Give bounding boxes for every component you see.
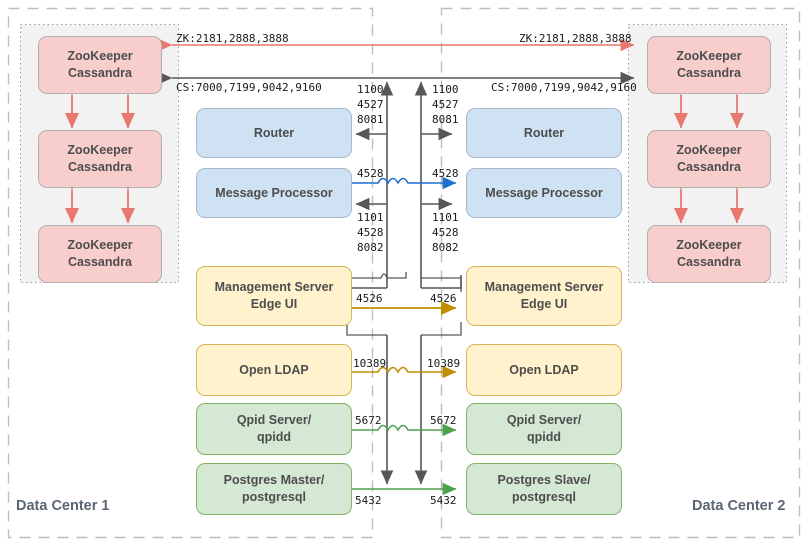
node-label-line1: Postgres Slave/ bbox=[497, 473, 591, 488]
node-label: ZooKeeper Cassandra bbox=[676, 48, 741, 82]
management-server-feeders bbox=[346, 272, 462, 336]
port-label-qpid-left: 5672 bbox=[355, 414, 382, 427]
port-label-zookeeper-left: ZK:2181,2888,3888 bbox=[176, 32, 289, 45]
node-label: Qpid Server/ qpidd bbox=[237, 412, 311, 446]
port-label-postgres-right: 5432 bbox=[430, 494, 457, 507]
node-label-line1: Qpid Server/ bbox=[506, 413, 582, 428]
node-label: ZooKeeper Cassandra bbox=[676, 142, 741, 176]
port-label-management-server-left: 4526 bbox=[356, 292, 383, 305]
node-zookeeper-cassandra-dc2-3[interactable]: ZooKeeper Cassandra bbox=[647, 225, 771, 283]
central-trunk-down bbox=[380, 335, 428, 485]
node-open-ldap-dc2[interactable]: Open LDAP bbox=[466, 344, 622, 396]
message-processor-cross-link bbox=[338, 176, 457, 190]
node-label-line1: Postgres Master/ bbox=[223, 473, 325, 488]
node-qpid-dc1[interactable]: Qpid Server/ qpidd bbox=[196, 403, 352, 455]
node-label-line2: Cassandra bbox=[677, 66, 741, 80]
node-zookeeper-cassandra-dc1-2[interactable]: ZooKeeper Cassandra bbox=[38, 130, 162, 188]
node-postgres-master-dc1[interactable]: Postgres Master/ postgresql bbox=[196, 463, 352, 515]
port-label-zookeeper-right: ZK:2181,2888,3888 bbox=[519, 32, 632, 45]
qpid-cross-link bbox=[338, 423, 457, 437]
node-label: Management Server Edge UI bbox=[215, 279, 334, 313]
node-label-line2: Cassandra bbox=[677, 255, 741, 269]
node-label-line2: Cassandra bbox=[68, 160, 132, 174]
node-router-dc2[interactable]: Router bbox=[466, 108, 622, 158]
node-label-line2: Edge UI bbox=[520, 297, 568, 311]
node-label-line2: Cassandra bbox=[68, 66, 132, 80]
port-label-message-processor-in-left: 4528 bbox=[357, 167, 384, 180]
node-label: Message Processor bbox=[215, 185, 333, 200]
openldap-cross-link bbox=[338, 365, 457, 379]
node-label-line1: Qpid Server/ bbox=[236, 413, 312, 428]
node-label: ZooKeeper Cassandra bbox=[67, 48, 132, 82]
node-management-server-dc2[interactable]: Management Server Edge UI bbox=[466, 266, 622, 326]
data-center-2-label: Data Center 2 bbox=[692, 498, 786, 514]
node-zookeeper-cassandra-dc2-2[interactable]: ZooKeeper Cassandra bbox=[647, 130, 771, 188]
data-center-2-boundary bbox=[440, 7, 801, 539]
node-label-line1: Management Server bbox=[214, 280, 334, 295]
node-zookeeper-cassandra-dc1-1[interactable]: ZooKeeper Cassandra bbox=[38, 36, 162, 94]
port-label-message-processor-out-right: 1101 4528 8082 bbox=[432, 211, 459, 254]
node-label: Message Processor bbox=[485, 185, 603, 200]
node-label: Management Server Edge UI bbox=[485, 279, 604, 313]
node-label-line1: ZooKeeper bbox=[67, 238, 133, 253]
node-label-line1: Management Server bbox=[484, 280, 604, 295]
port-label-openldap-right: 10389 bbox=[427, 357, 461, 370]
node-label-line2: Cassandra bbox=[677, 160, 741, 174]
node-label: Open LDAP bbox=[239, 362, 309, 377]
node-label: Router bbox=[523, 125, 565, 140]
node-zookeeper-cassandra-dc2-1[interactable]: ZooKeeper Cassandra bbox=[647, 36, 771, 94]
node-message-processor-dc1[interactable]: Message Processor bbox=[196, 168, 352, 218]
node-management-server-dc1[interactable]: Management Server Edge UI bbox=[196, 266, 352, 326]
port-label-management-server-right: 4526 bbox=[430, 292, 457, 305]
node-label: ZooKeeper Cassandra bbox=[67, 237, 132, 271]
zookeeper-internal-links-dc1 bbox=[64, 79, 136, 224]
node-postgres-slave-dc2[interactable]: Postgres Slave/ postgresql bbox=[466, 463, 622, 515]
port-label-openldap-left: 10389 bbox=[353, 357, 387, 370]
node-label: Postgres Master/ postgresql bbox=[224, 472, 325, 506]
node-label-line1: ZooKeeper bbox=[67, 49, 133, 64]
port-label-qpid-right: 5672 bbox=[430, 414, 457, 427]
node-zookeeper-cassandra-dc1-3[interactable]: ZooKeeper Cassandra bbox=[38, 225, 162, 283]
node-label-line2: Edge UI bbox=[250, 297, 298, 311]
port-label-cassandra-right: CS:7000,7199,9042,9160 bbox=[491, 81, 637, 94]
node-label-line1: ZooKeeper bbox=[67, 143, 133, 158]
node-label-line2: qpidd bbox=[526, 430, 561, 444]
node-qpid-dc2[interactable]: Qpid Server/ qpidd bbox=[466, 403, 622, 455]
node-label: Postgres Slave/ postgresql bbox=[497, 472, 590, 506]
node-label: Router bbox=[253, 125, 295, 140]
node-label: ZooKeeper Cassandra bbox=[676, 237, 741, 271]
port-label-postgres-left: 5432 bbox=[355, 494, 382, 507]
port-label-router-right: 1100 4527 8081 bbox=[432, 83, 459, 126]
node-label-line2: qpidd bbox=[256, 430, 291, 444]
node-label-line1: ZooKeeper bbox=[676, 238, 742, 253]
node-router-dc1[interactable]: Router bbox=[196, 108, 352, 158]
data-center-1-boundary bbox=[7, 7, 374, 539]
node-message-processor-dc2[interactable]: Message Processor bbox=[466, 168, 622, 218]
port-label-message-processor-in-right: 4528 bbox=[432, 167, 459, 180]
node-label-line1: ZooKeeper bbox=[676, 49, 742, 64]
node-label: ZooKeeper Cassandra bbox=[67, 142, 132, 176]
data-center-1-label: Data Center 1 bbox=[16, 498, 110, 514]
node-label-line1: ZooKeeper bbox=[676, 143, 742, 158]
node-label-line2: Cassandra bbox=[68, 255, 132, 269]
port-label-router-left: 1100 4527 8081 bbox=[357, 83, 384, 126]
port-label-message-processor-out-left: 1101 4528 8082 bbox=[357, 211, 384, 254]
port-label-cassandra-left: CS:7000,7199,9042,9160 bbox=[176, 81, 322, 94]
node-open-ldap-dc1[interactable]: Open LDAP bbox=[196, 344, 352, 396]
node-label: Open LDAP bbox=[509, 362, 579, 377]
node-label-line2: postgresql bbox=[512, 490, 576, 504]
node-label-line2: postgresql bbox=[242, 490, 306, 504]
zookeeper-internal-links-dc2 bbox=[673, 79, 745, 224]
node-label: Qpid Server/ qpidd bbox=[507, 412, 581, 446]
